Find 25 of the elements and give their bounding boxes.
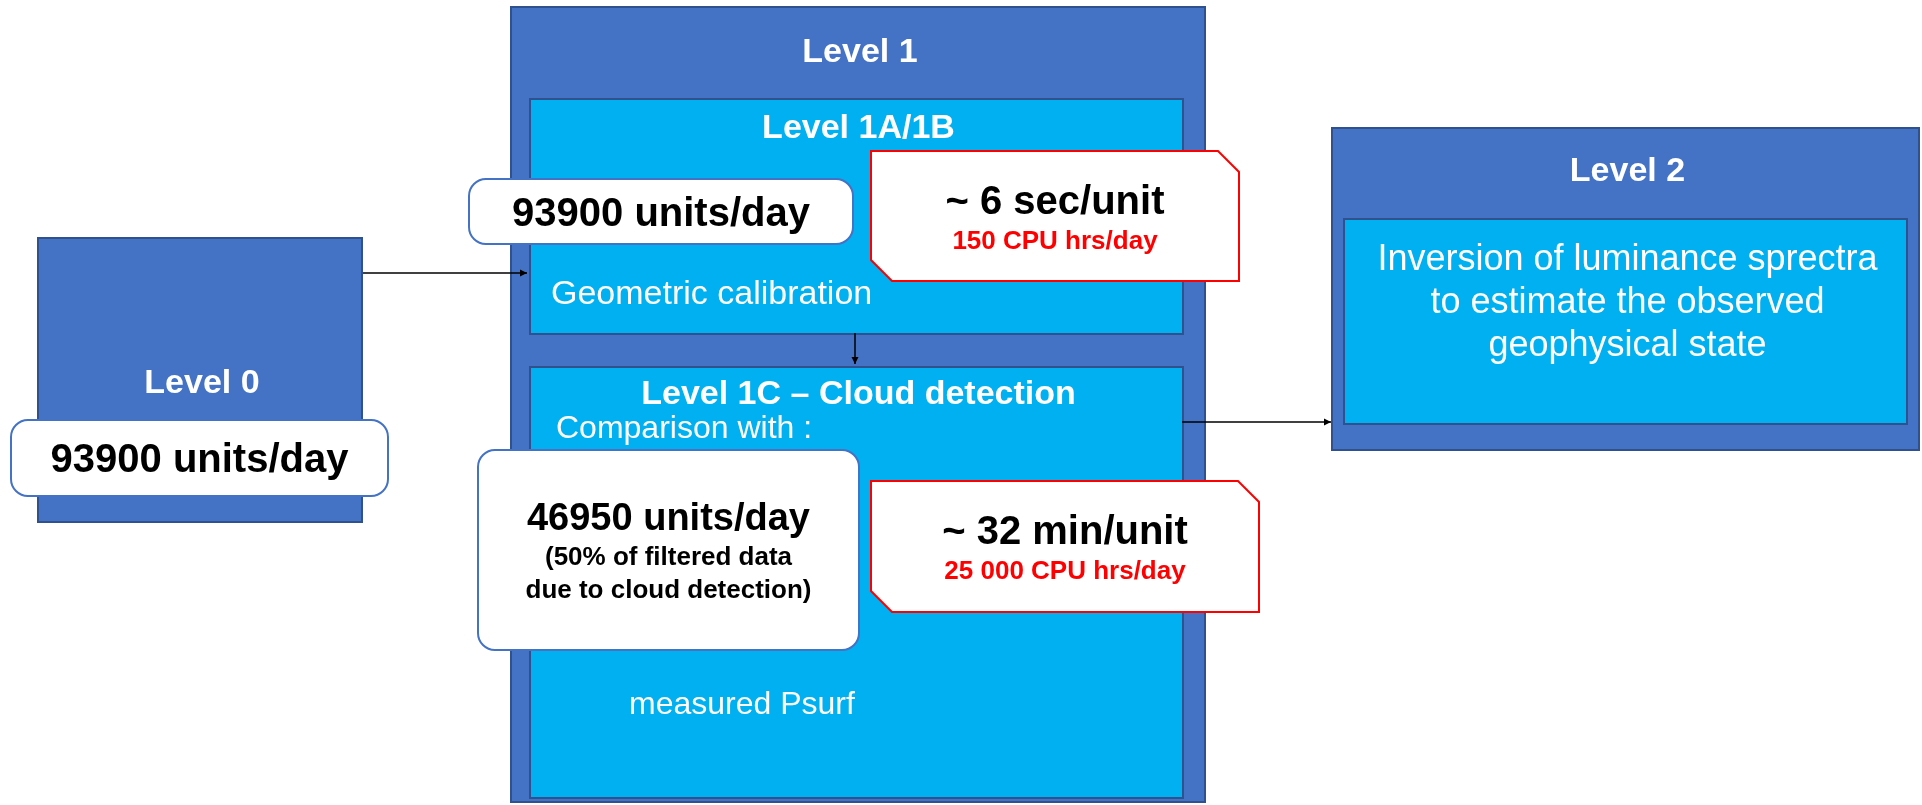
- cost-tooltip: [870, 480, 1260, 613]
- cost-tooltip: [870, 150, 1240, 282]
- rate-tooltip: [468, 178, 854, 245]
- box-title: Level 1A/1B: [761, 106, 956, 147]
- rate-text: ~ 32 min/unit: [942, 507, 1188, 555]
- box-title: Level 1: [801, 30, 919, 71]
- rate-tooltip: [10, 419, 389, 497]
- arrow: [851, 332, 859, 365]
- process-box: [1343, 218, 1908, 425]
- stage-box: [1331, 127, 1920, 451]
- box-title: Level 0: [143, 361, 261, 402]
- box-title: Level 2: [1568, 149, 1687, 190]
- box-text: Geometric calibration: [551, 272, 874, 313]
- note-text: 150 CPU hrs/day: [951, 223, 1159, 257]
- arrow: [362, 269, 528, 277]
- rate-text: 46950 units/day: [526, 494, 810, 540]
- rate-text: 93900 units/day: [512, 188, 810, 236]
- note-text: 25 000 CPU hrs/day: [943, 554, 1187, 587]
- box-text: Inversion of luminance sprectra to estimate the observed geophysical state: [1376, 236, 1879, 366]
- rate-tooltip: [477, 449, 860, 651]
- rate-text: 93900 units/day: [50, 435, 349, 482]
- box-text: measured Psurf: [629, 684, 856, 723]
- note-text: (50% of filtered data due to cloud detection): [524, 540, 813, 606]
- rate-text: ~ 6 sec/unit: [945, 176, 1165, 224]
- arrow: [1181, 418, 1332, 426]
